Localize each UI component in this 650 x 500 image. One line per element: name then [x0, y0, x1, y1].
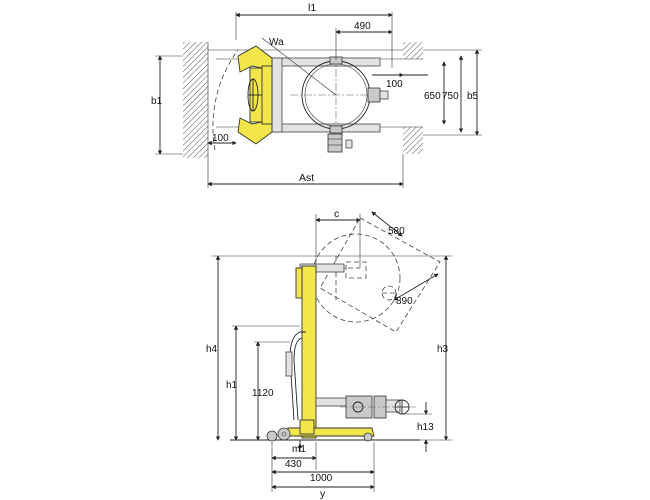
dim-b1: b1	[151, 96, 163, 107]
dim-h3: h3	[437, 344, 449, 355]
dim-h1: h1	[226, 380, 238, 391]
dim-1000: 1000	[310, 473, 333, 484]
dim-y: y	[320, 488, 326, 500]
wall-left	[183, 42, 208, 158]
side-view: c 580 890 h4 h1 1120 h3 h13 m1	[206, 208, 452, 500]
dim-l1: l1	[308, 2, 316, 14]
top-view: l1 490 Wa 100 650 750 b5 b1 100 Ast	[151, 2, 482, 188]
dim-430: 430	[285, 459, 302, 470]
dim-100-right: 100	[386, 79, 403, 90]
wheel-top-view	[327, 133, 343, 153]
dim-h13: h13	[417, 422, 434, 433]
dim-b5: b5	[467, 91, 479, 102]
dim-c: c	[334, 208, 339, 220]
wall-right-top	[403, 42, 423, 59]
dim-ast: Ast	[299, 172, 314, 184]
yellow-mast-side	[301, 265, 317, 439]
dim-580: 580	[388, 226, 405, 237]
dim-m1: m1	[292, 444, 306, 455]
dim-100-left: 100	[212, 133, 229, 144]
dim-490: 490	[354, 21, 371, 32]
turning-radius-arc	[212, 49, 239, 151]
rear-wheel	[266, 430, 278, 442]
chassis-bottom	[271, 123, 381, 133]
dim-890: 890	[396, 296, 413, 307]
chassis-top	[271, 57, 381, 67]
dim-h4: h4	[206, 344, 218, 355]
front-wheel	[363, 432, 373, 442]
dim-wa: Wa	[269, 37, 284, 48]
wall-right-bottom	[403, 127, 423, 154]
dim-650: 650	[424, 91, 441, 102]
dim-1120: 1120	[252, 388, 274, 399]
dim-750: 750	[442, 91, 459, 102]
